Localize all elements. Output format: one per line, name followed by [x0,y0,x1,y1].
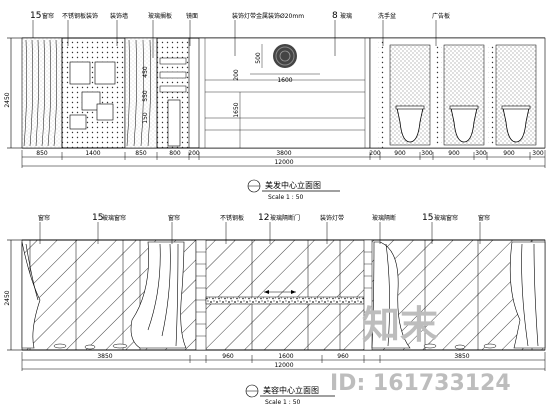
bdim-0: 3850 [97,353,112,360]
tdim-4: 200 [188,150,200,157]
svg-text:15: 15 [30,11,41,21]
top-height-label: 2450 [4,92,11,107]
bottom-callout-num-8: 15 [422,213,433,223]
top-sink-panels [369,37,546,149]
tdim-8: 300 [421,150,433,157]
bottom-glass-wall [21,239,546,351]
bottom-callout-5: 玻璃隔断门 [270,214,300,222]
bottom-floor-stones [53,343,497,350]
top-callout-6: 装饰灯带金属装饰Ø20mm [232,12,304,20]
top-height-dimension: 2450 [4,37,22,149]
top-wall-curtain [124,37,158,149]
tdim-9: 900 [448,150,460,157]
top-callout-1: 窗帘 [42,12,54,20]
top-dimension-chain: 850 1400 850 800 200 3800 200 900 300 90… [21,150,546,168]
top-center-wall [198,37,371,149]
dim-1650: 1650 [233,102,240,117]
tdim-0: 850 [36,150,48,157]
bdim-3: 960 [337,353,349,360]
bottom-elevation: 2450 [4,213,546,406]
top-inner-dims: 500 200 1600 1650 450 550 150 [142,44,320,148]
top-callout-4: 玻璃搁板 [148,12,172,20]
bottom-scale: Scale 1 : 50 [265,399,301,406]
tdim-11: 900 [503,150,515,157]
tdim-2: 850 [135,150,147,157]
tdim-10: 300 [475,150,487,157]
top-curtain [21,37,63,149]
bottom-callout-9: 窗帘 [478,214,490,222]
top-elevation: 2450 [4,11,546,201]
bottom-callout-7: 玻璃隔断 [372,214,396,222]
top-title: 美发中心立面图 [265,180,321,190]
top-callout-num-1: 15 [30,11,41,21]
bdim-1: 960 [222,353,234,360]
decor-medallion [273,44,297,68]
tdim-1: 1400 [85,150,100,157]
bottom-callout-8: 玻璃窗帘 [434,214,458,222]
bottom-title-block: 美容中心立面图 Scale 1 : 50 [245,384,335,406]
bottom-dimension-chain: 3850 960 1600 960 3850 12000 [21,352,546,371]
top-callout-3: 装饰墙 [110,12,128,20]
top-decor-panel [61,37,126,149]
tdim-3: 800 [169,150,181,157]
gravel-band [205,296,365,305]
top-callout-labels: 15 窗帘 不锈钢板装饰 装饰墙 玻璃搁板 镜面 装饰灯带金属装饰Ø20mm 8… [30,11,450,21]
top-callout-7: 玻璃 [340,12,352,20]
top-callout-9: 广告板 [432,12,450,20]
bdim-2: 1600 [278,353,293,360]
tdim-6: 200 [369,150,381,157]
bottom-callouts [39,222,481,244]
bottom-door-strip [195,239,373,351]
bottom-height-label: 2450 [4,290,11,305]
bottom-callout-1: 窗帘 [38,214,50,222]
sink-3 [502,107,530,143]
tdim-12: 300 [532,150,544,157]
bottom-callout-num-5: 12 [258,213,269,223]
top-callout-5: 镜面 [186,12,198,20]
dim-200: 200 [233,69,240,81]
bottom-callout-3: 窗帘 [168,214,180,222]
top-scale: Scale 1 : 50 [268,194,304,201]
bottom-callout-4: 不锈钢板 [220,214,244,222]
bottom-callout-labels: 窗帘 15 玻璃窗帘 窗帘 不锈钢板 12 玻璃隔断门 装饰灯带 玻璃隔断 15… [38,213,490,223]
bottom-title: 美容中心立面图 [263,385,319,395]
tdim-7: 900 [394,150,406,157]
dim-450: 450 [142,66,149,78]
dim-150: 150 [142,112,149,124]
top-total-dim: 12000 [274,159,293,166]
bottom-height-dimension: 2450 [4,239,22,351]
watermark-brand: 知末 [362,303,438,347]
tdim-5: 3800 [276,150,291,157]
dim-1600: 1600 [277,77,292,84]
top-shelf-unit [156,37,190,149]
bottom-callout-6: 装饰灯带 [320,214,344,222]
sink-1 [396,107,424,143]
bottom-callout-num-2: 15 [92,213,103,223]
bdim-4: 3850 [454,353,469,360]
bottom-curtain-right [371,241,546,349]
top-callout-2: 不锈钢板装饰 [62,12,98,20]
top-title-block: 美发中心立面图 Scale 1 : 50 [247,179,340,201]
bottom-total-dim: 12000 [274,362,293,369]
top-callout-8: 洗手盆 [378,12,396,20]
top-callout-num-7: 8 [332,11,338,21]
watermark-id: ID: 161733124 [330,371,511,396]
dim-550: 550 [142,90,149,102]
top-callouts [32,20,437,58]
sink-2 [450,107,478,143]
watermark: 知末 ID: 161733124 [330,303,511,396]
bottom-callout-2: 玻璃窗帘 [102,214,126,222]
dim-500: 500 [255,52,262,64]
bottom-curtain-left [21,241,187,349]
